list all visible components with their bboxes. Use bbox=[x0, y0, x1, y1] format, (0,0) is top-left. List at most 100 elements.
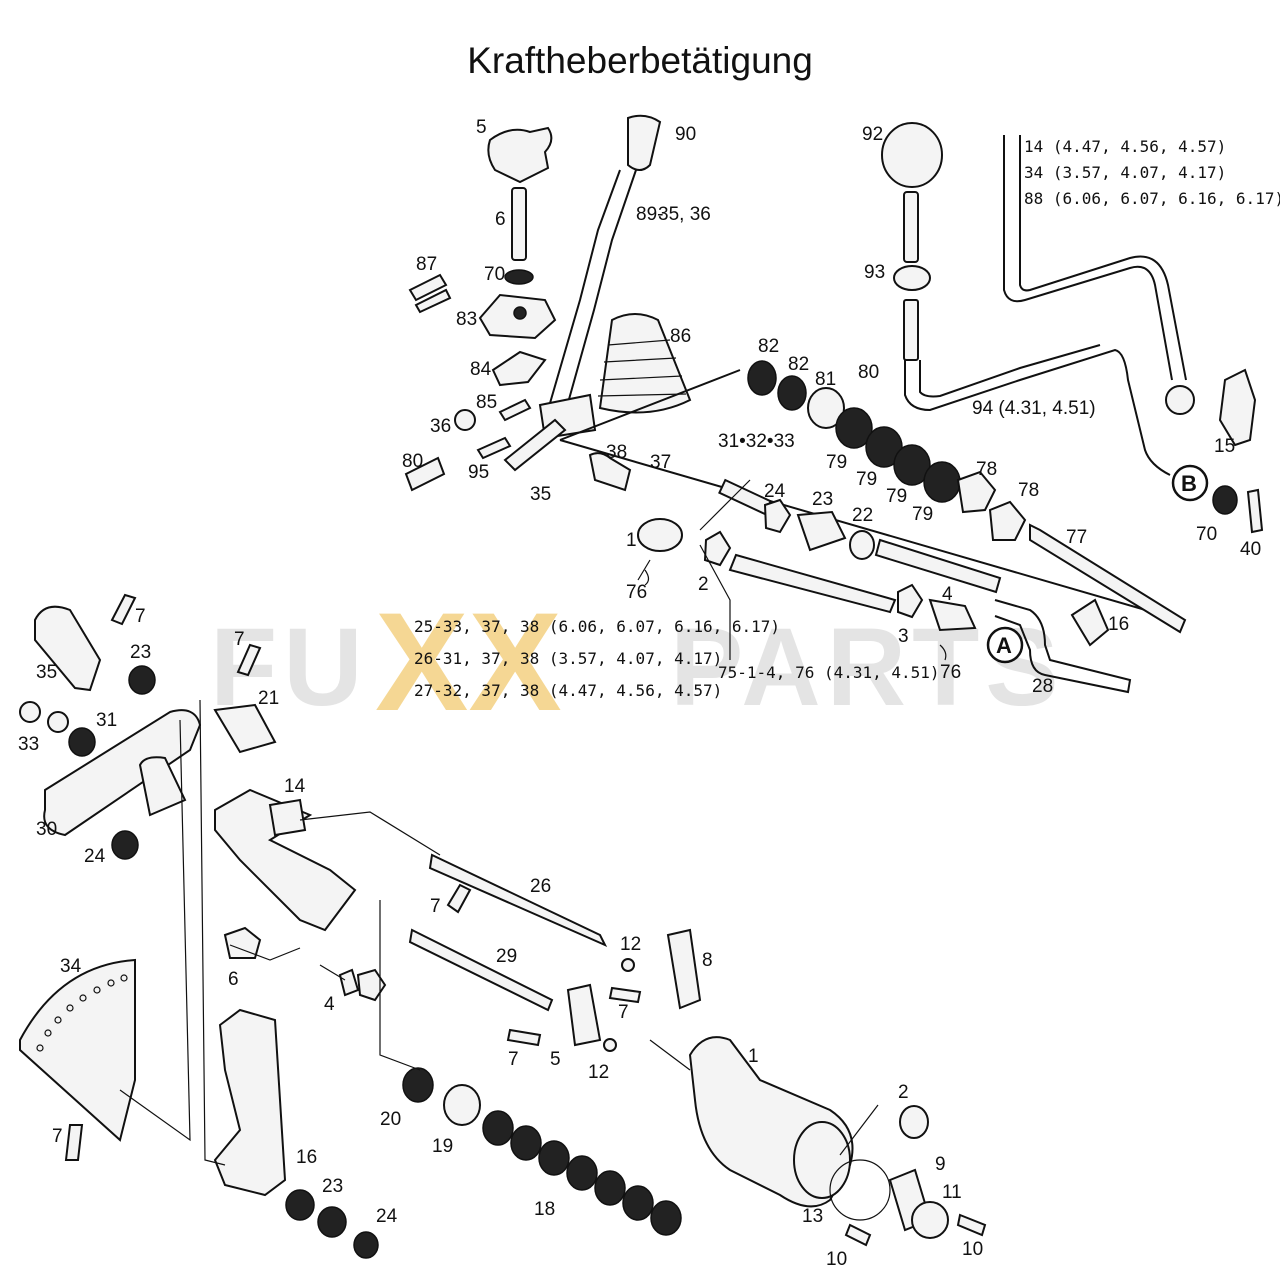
callout: 92 bbox=[862, 124, 883, 145]
callout: A bbox=[996, 633, 1012, 658]
nut-part bbox=[763, 498, 792, 534]
callout: 90 bbox=[675, 124, 696, 145]
callout: 84 bbox=[470, 359, 492, 380]
callout: 6 bbox=[495, 209, 506, 230]
callout: 20 bbox=[380, 1109, 401, 1130]
nut-part bbox=[703, 530, 732, 567]
callout: 78 bbox=[1018, 480, 1039, 501]
washer-part bbox=[865, 426, 903, 468]
callout: 83 bbox=[456, 309, 477, 330]
callout: 79 bbox=[886, 486, 907, 507]
rod-14 bbox=[1003, 135, 1187, 381]
pin-part bbox=[408, 273, 448, 302]
callout: 7 bbox=[618, 1002, 629, 1023]
sector-part bbox=[19, 958, 136, 1142]
callout: 2 bbox=[898, 1082, 909, 1103]
lever-grip bbox=[627, 114, 662, 171]
nut-part bbox=[356, 968, 387, 1002]
callout: 7 bbox=[430, 896, 441, 917]
callout: 23 bbox=[322, 1176, 343, 1197]
callout: 89- bbox=[636, 204, 663, 225]
callout: 85 bbox=[476, 392, 497, 413]
note-75: 75-1-4, 76 (4.31, 4.51) bbox=[718, 663, 940, 682]
callout: 7 bbox=[135, 606, 146, 627]
callout: 1 bbox=[748, 1046, 759, 1067]
ref-marker-b bbox=[1171, 464, 1209, 502]
callout: 6 bbox=[228, 969, 239, 990]
pin-part bbox=[64, 1124, 84, 1161]
washer-part bbox=[482, 1110, 514, 1146]
callout: 38 bbox=[606, 442, 627, 463]
nut-part bbox=[956, 470, 997, 514]
callout: 24 bbox=[376, 1206, 398, 1227]
threaded-rod-part bbox=[728, 553, 897, 614]
note-34: 34 (3.57, 4.07, 4.17) bbox=[1024, 163, 1226, 182]
bushing-part bbox=[138, 756, 187, 817]
callout: 82 bbox=[788, 354, 809, 375]
callout: 11 bbox=[942, 1182, 962, 1203]
callout: 10 bbox=[962, 1239, 983, 1260]
washer-part bbox=[402, 1067, 434, 1103]
pin-part bbox=[956, 1213, 987, 1237]
ref-marker-a bbox=[986, 626, 1024, 664]
callout-labels: 5 6 70 87 83 84 85 36 80 95 35 90 89- 35… bbox=[18, 117, 1264, 1270]
callout: 8 bbox=[702, 950, 713, 971]
nut-part bbox=[454, 409, 476, 431]
washer-part bbox=[128, 665, 156, 695]
callout: 35 bbox=[36, 662, 57, 683]
callout: 15 bbox=[1214, 436, 1235, 457]
callout: 87 bbox=[416, 254, 437, 275]
callout: 4 bbox=[324, 994, 335, 1015]
knob-part bbox=[487, 126, 553, 184]
callout: 30 bbox=[36, 819, 57, 840]
cover-part bbox=[911, 1201, 949, 1239]
nut-part bbox=[19, 701, 41, 723]
callout: 34 bbox=[60, 956, 82, 977]
knob-part bbox=[881, 122, 943, 188]
callout: 82 bbox=[758, 336, 779, 357]
callout: 81 bbox=[815, 369, 836, 390]
bushing-part bbox=[213, 703, 277, 754]
callout: 23 bbox=[130, 642, 151, 663]
callout: 70 bbox=[484, 264, 505, 285]
callout: 79 bbox=[912, 504, 933, 525]
callout: 5 bbox=[476, 117, 487, 138]
cotter-pin-part bbox=[1246, 488, 1264, 534]
washer-part bbox=[747, 360, 777, 396]
callout: 24 bbox=[764, 481, 786, 502]
callout: 40 bbox=[1240, 539, 1261, 560]
callout: 16 bbox=[1108, 614, 1129, 635]
callout: 4 bbox=[942, 584, 953, 605]
callout: 18 bbox=[534, 1199, 555, 1220]
pin-part bbox=[608, 986, 642, 1004]
variant-notes: 14 (4.47, 4.56, 4.57) 34 (3.57, 4.07, 4.… bbox=[414, 137, 1280, 700]
page-title: Kraftheberbetätigung bbox=[467, 40, 813, 81]
washer-part bbox=[317, 1206, 347, 1238]
note-26: 26-31, 37, 38 (3.57, 4.07, 4.17) bbox=[414, 649, 722, 668]
callout: 93 bbox=[864, 262, 885, 283]
callout: 19 bbox=[432, 1136, 453, 1157]
callout: 21 bbox=[258, 688, 279, 709]
callout: 70 bbox=[1196, 524, 1217, 545]
clip-part bbox=[603, 1038, 617, 1052]
washer-part bbox=[285, 1189, 315, 1221]
callout: 86 bbox=[670, 326, 691, 347]
callout: 35 bbox=[530, 484, 551, 505]
callout: 79 bbox=[826, 452, 847, 473]
note-25: 25-33, 37, 38 (6.06, 6.07, 6.16, 6.17) bbox=[414, 617, 780, 636]
callout: 9 bbox=[935, 1154, 946, 1175]
callout: 12 bbox=[588, 1062, 609, 1083]
callout: 31 bbox=[96, 710, 117, 731]
washer-part bbox=[893, 444, 931, 486]
nut-part bbox=[223, 926, 262, 959]
callout: 5 bbox=[550, 1049, 561, 1070]
callout: 36 bbox=[430, 416, 451, 437]
link-part bbox=[34, 605, 102, 692]
callout: 1 bbox=[626, 530, 637, 551]
washer-part bbox=[510, 1125, 542, 1161]
callout: 10 bbox=[826, 1249, 847, 1270]
callout: 2 bbox=[698, 574, 709, 595]
bushing-part bbox=[588, 452, 632, 492]
callout: 80 bbox=[858, 362, 879, 383]
bushing-part bbox=[928, 598, 977, 632]
